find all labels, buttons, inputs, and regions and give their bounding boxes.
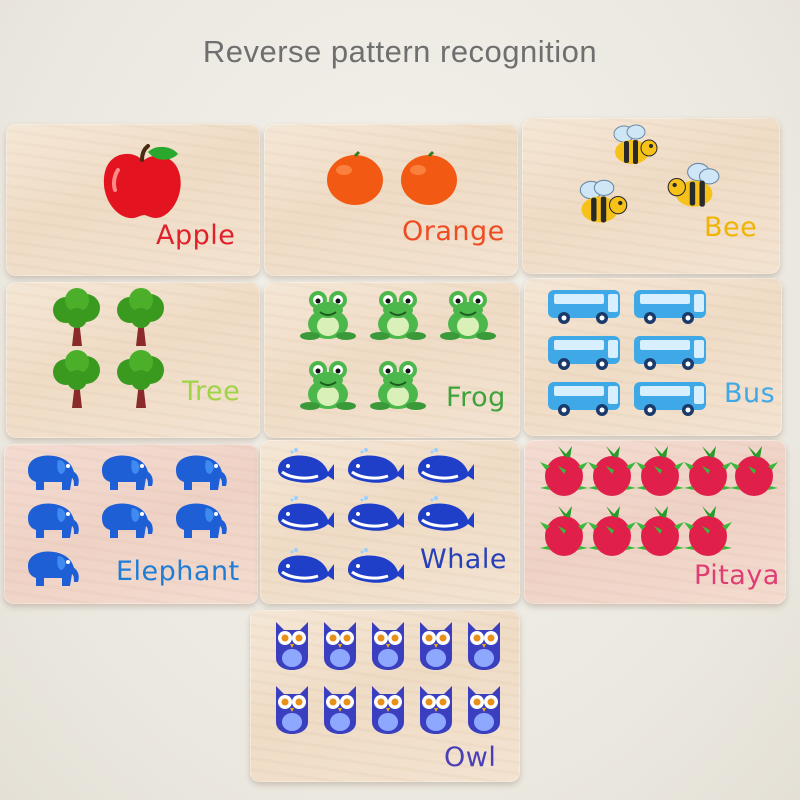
tree-icon xyxy=(117,288,164,346)
label-apple: Apple xyxy=(156,220,236,251)
frog-icon xyxy=(440,291,496,340)
pitaya-icon xyxy=(588,506,636,556)
whale-icon xyxy=(278,448,334,483)
label-orange: Orange xyxy=(402,216,505,247)
bus-icon xyxy=(548,382,620,416)
owl-icon xyxy=(324,622,356,670)
whale-icon xyxy=(348,548,404,583)
bee-icon xyxy=(613,124,658,164)
bee-icon xyxy=(579,179,628,223)
frog-icon xyxy=(370,291,426,340)
bee-icon xyxy=(667,162,720,207)
owl-icon xyxy=(420,622,452,670)
orange-icon xyxy=(327,150,383,205)
bus-icon xyxy=(548,290,620,324)
elephant-icon xyxy=(102,503,153,538)
pitaya-icon xyxy=(684,506,732,556)
apple-icon xyxy=(103,144,181,219)
card-pitaya: Pitaya xyxy=(524,440,786,604)
card-owl: Owl xyxy=(250,610,520,782)
whale-icon xyxy=(278,548,334,583)
bus-icon xyxy=(548,336,620,370)
owl-icon xyxy=(468,622,500,670)
card-tree: Tree xyxy=(6,282,260,438)
label-owl: Owl xyxy=(444,742,497,773)
card-bus: Bus xyxy=(524,278,782,436)
whale-icon xyxy=(418,496,474,531)
label-tree: Tree xyxy=(182,376,241,407)
owl-icon xyxy=(420,686,452,734)
card-whale: Whale xyxy=(260,440,520,604)
label-bee: Bee xyxy=(704,212,758,243)
pitaya-icon xyxy=(684,446,732,496)
pitaya-icon xyxy=(540,446,588,496)
label-bus: Bus xyxy=(724,378,776,409)
whale-icon xyxy=(278,496,334,531)
label-frog: Frog xyxy=(446,382,506,413)
tree-icon xyxy=(117,350,164,408)
card-bee: Bee xyxy=(522,118,780,274)
elephant-icon xyxy=(28,455,79,490)
elephant-icon xyxy=(28,503,79,538)
bus-icon xyxy=(634,382,706,416)
elephant-icon xyxy=(28,551,79,586)
owl-icon xyxy=(276,686,308,734)
label-pitaya: Pitaya xyxy=(694,560,780,591)
card-orange: Orange xyxy=(264,124,518,276)
pitaya-icon xyxy=(636,506,684,556)
tree-icon xyxy=(53,288,100,346)
tree-icon xyxy=(53,350,100,408)
card-frog: Frog xyxy=(264,282,520,438)
pitaya-icon xyxy=(636,446,684,496)
pitaya-icon xyxy=(540,506,588,556)
elephant-icon xyxy=(176,503,227,538)
whale-icon xyxy=(418,448,474,483)
label-whale: Whale xyxy=(420,544,507,575)
pitaya-icon xyxy=(588,446,636,496)
card-apple: Apple xyxy=(6,124,260,276)
frog-icon xyxy=(300,291,356,340)
headline: Reverse pattern recognition xyxy=(202,34,598,69)
orange-icon xyxy=(401,150,457,205)
bus-icon xyxy=(634,336,706,370)
whale-icon xyxy=(348,496,404,531)
pitaya-icon xyxy=(730,446,778,496)
elephant-icon xyxy=(102,455,153,490)
frog-icon xyxy=(300,361,356,410)
whale-icon xyxy=(348,448,404,483)
elephant-icon xyxy=(176,455,227,490)
label-elephant: Elephant xyxy=(116,556,240,587)
owl-icon xyxy=(372,622,404,670)
card-elephant: Elephant xyxy=(4,444,258,604)
frog-icon xyxy=(370,361,426,410)
owl-icon xyxy=(324,686,356,734)
bus-icon xyxy=(634,290,706,324)
owl-icon xyxy=(372,686,404,734)
owl-icon xyxy=(468,686,500,734)
owl-icon xyxy=(276,622,308,670)
